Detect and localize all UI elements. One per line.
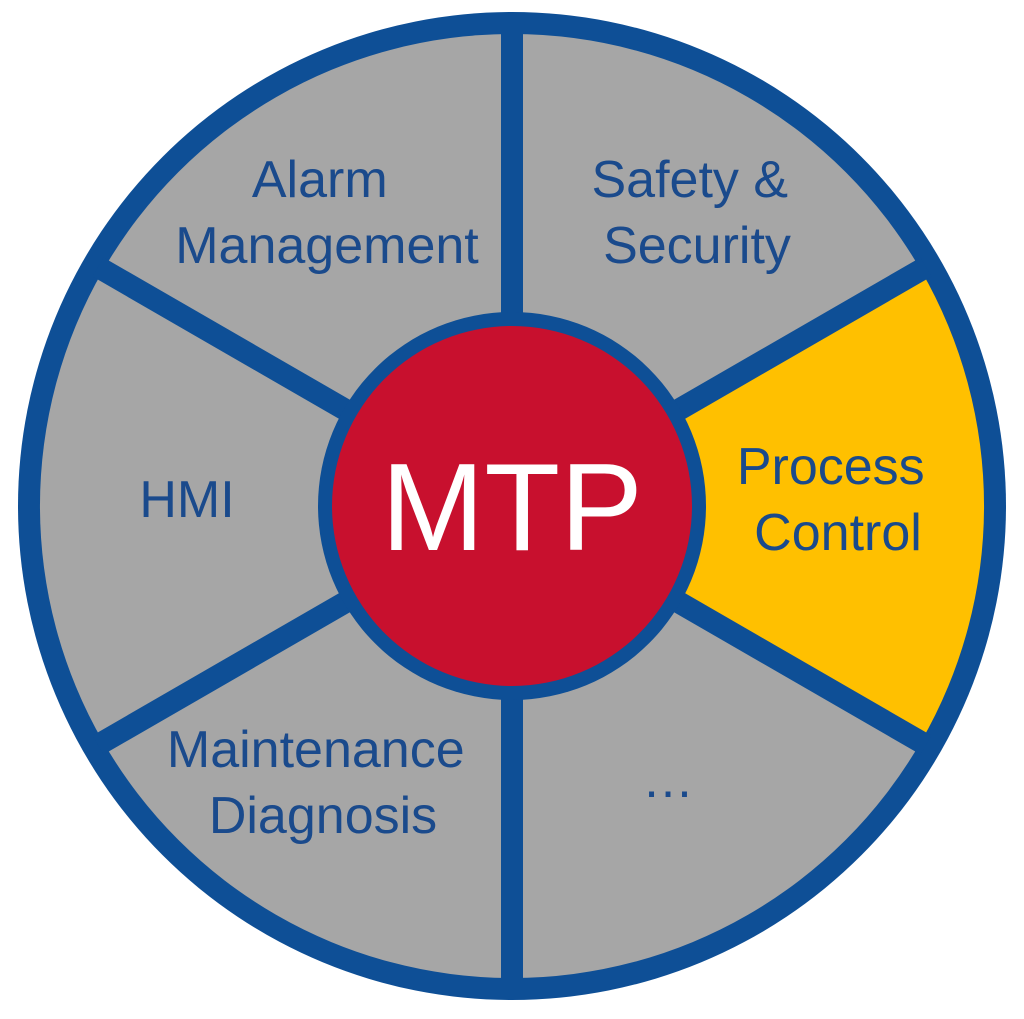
center-label: MTP [381,439,643,577]
label-maintenance-line-1: Maintenance [167,721,465,779]
label-safety-line-1: Safety & [591,151,788,209]
label-process-line-2: Control [754,504,922,562]
segment-process-control[interactable] [512,270,985,742]
label-alarm-line-1: Alarm [252,151,388,209]
label-hmi-line-1: HMI [139,471,234,529]
label-maintenance-line-2: Diagnosis [209,787,437,845]
label-alarm-management: Alarm Management [175,151,479,275]
center-hub[interactable] [332,326,692,686]
label-maintenance-diagnosis: Maintenance Diagnosis [167,721,479,845]
label-safety-line-2: Security [603,217,791,275]
label-process-line-1: Process [737,438,925,496]
label-process-control: Process Control [737,438,939,562]
label-more: … [642,751,694,809]
label-hmi: HMI [139,471,234,529]
segment-hmi[interactable] [39,270,513,742]
label-alarm-line-2: Management [175,217,479,275]
label-safety-security: Safety & Security [591,151,802,275]
label-more-line-1: … [642,751,694,809]
